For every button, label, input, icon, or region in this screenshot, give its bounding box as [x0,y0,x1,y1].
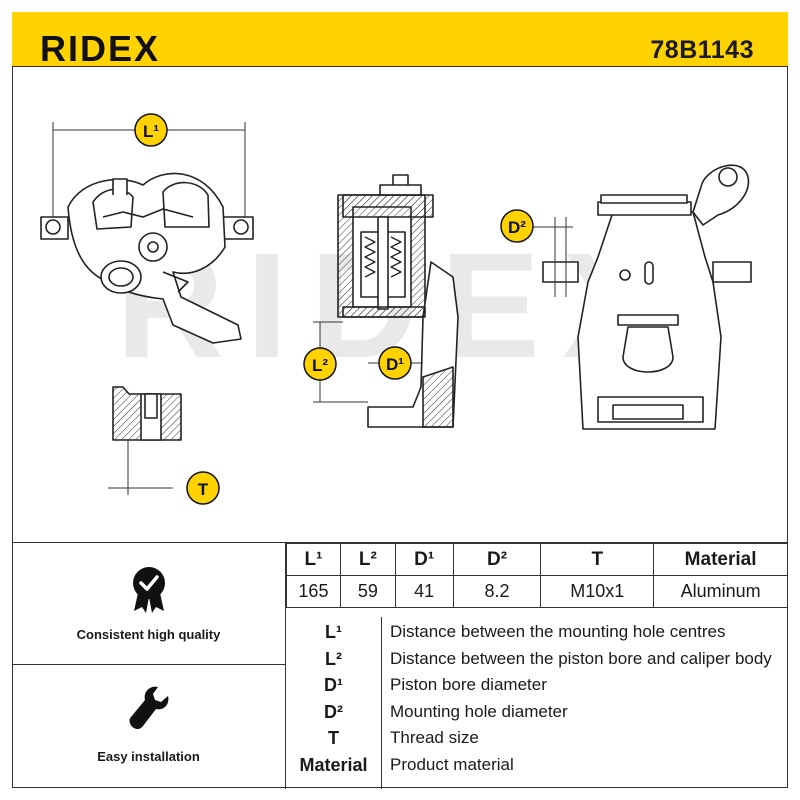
svg-text:D¹: D¹ [386,355,404,374]
spec-header-material: Material [653,543,788,576]
legend-item: L² Distance between the piston bore and … [286,646,788,673]
caliper-side-view [542,164,752,430]
legend-key: Material [299,754,368,775]
d1-label-badge: D¹ [378,346,412,380]
l2-label-badge: L² [303,347,337,381]
spec-value-t: M10x1 [540,575,655,608]
l1-label-badge: L¹ [134,113,168,147]
spec-header-t: T [540,543,655,576]
t-label-badge: T [186,471,220,505]
feature-quality: Consistent high quality [12,543,286,665]
feature-installation: Easy installation [12,665,286,789]
spec-header-l2: L² [339,543,396,576]
svg-text:T: T [198,480,209,499]
spec-value-l2: 59 [339,575,396,608]
legend-desc: Distance between the piston bore and cal… [390,648,772,668]
legend-item: L¹ Distance between the mounting hole ce… [286,619,788,646]
legend-desc: Thread size [390,728,479,748]
feature-quality-label: Consistent high quality [76,627,221,642]
legend-divider [381,617,382,789]
thread-section-view [112,386,182,441]
quality-badge-icon [133,567,165,613]
spec-header-d1: D¹ [394,543,454,576]
legend-item: Material Product material [286,752,788,779]
d2-label-badge: D² [500,209,534,243]
spec-header-d2: D² [452,543,542,576]
spec-value-l1: 165 [286,575,341,608]
spec-table-header-row: L¹ L² D¹ D² T Material [286,543,788,576]
legend-desc: Piston bore diameter [390,675,547,695]
svg-text:L¹: L¹ [143,122,159,141]
caliper-top-view [40,172,254,344]
legend-key: D¹ [324,675,343,696]
legend-item: D² Mounting hole diameter [286,699,788,726]
legend-key: L² [325,648,342,669]
technical-drawing: RIDEX [40,113,752,505]
legend-key: D² [324,701,343,722]
spec-table-value-row: 165 59 41 8.2 M10x1 Aluminum [286,575,788,608]
spec-value-material: Aluminum [653,575,788,608]
svg-text:L²: L² [312,356,328,375]
feature-installation-label: Easy installation [97,749,200,764]
legend-key: L¹ [325,622,342,642]
legend-desc: Mounting hole diameter [390,701,568,721]
specs-section: Consistent high quality Easy installatio… [12,542,788,789]
legend-item: D¹ Piston bore diameter [286,672,788,699]
legend-list: L¹ Distance between the mounting hole ce… [286,617,788,779]
legend-desc: Product material [390,754,514,774]
legend-item: T Thread size [286,725,788,752]
part-number: 78B1143 [650,36,754,64]
spec-value-d1: 41 [394,575,454,608]
spec-header-l1: L¹ [286,543,341,576]
svg-text:D²: D² [508,218,526,237]
spec-value-d2: 8.2 [452,575,542,608]
header-bar: RIDEX 78B1143 [12,12,788,67]
svg-text:RIDEX: RIDEX [40,34,160,64]
wrench-icon [129,686,169,730]
legend-desc: Distance between the mounting hole centr… [390,622,726,641]
ridex-logo: RIDEX [40,34,160,64]
spec-table: L¹ L² D¹ D² T Material 165 59 41 8.2 M10… [286,543,788,608]
legend-key: T [328,728,339,749]
caliper-section-view [337,174,459,428]
